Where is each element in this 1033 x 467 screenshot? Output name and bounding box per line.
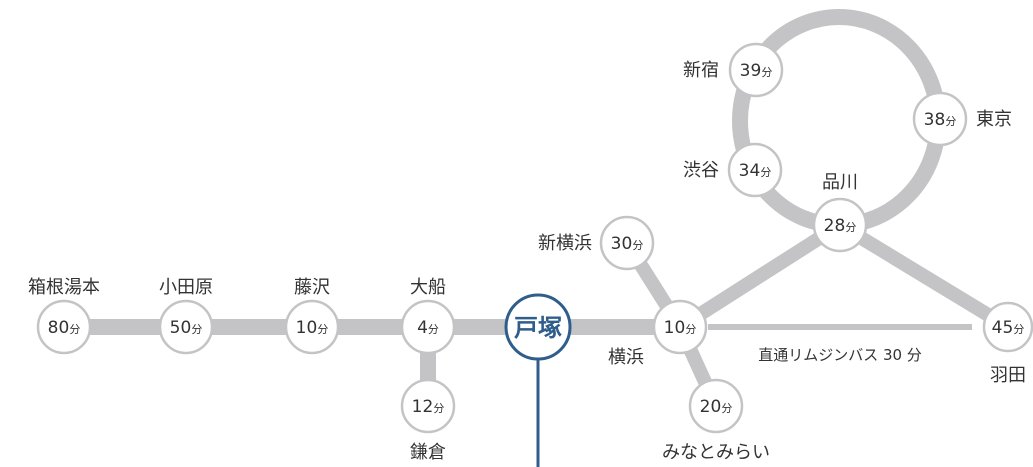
station-time: 10 <box>296 318 318 338</box>
station-time: 50 <box>170 318 192 338</box>
station-haneda: 45分 羽田 <box>982 301 1033 386</box>
station-name: 渋谷 <box>683 160 719 181</box>
station-name: 新宿 <box>683 60 719 81</box>
svg-text:12分: 12分 <box>412 397 445 417</box>
station-marker <box>400 378 456 434</box>
svg-text:50分: 50分 <box>170 318 203 338</box>
station-marker <box>727 142 783 198</box>
station-name: 羽田 <box>990 365 1026 386</box>
station-marker <box>728 42 784 98</box>
yokohama-shinagawa-line <box>676 219 844 333</box>
time-unit: 分 <box>845 221 856 234</box>
station-name: 鎌倉 <box>410 442 446 463</box>
station-time: 4 <box>417 318 428 338</box>
svg-text:30分: 30分 <box>611 234 644 254</box>
time-unit: 分 <box>317 323 328 336</box>
station-name: 品川 <box>822 172 858 193</box>
hub-circle <box>504 293 572 361</box>
svg-text:10分: 10分 <box>664 318 697 338</box>
svg-text:34分: 34分 <box>739 161 772 181</box>
time-unit: 分 <box>428 323 439 336</box>
station-name: 藤沢 <box>294 277 330 298</box>
time-unit: 分 <box>69 323 80 336</box>
station-shinyokohama: 30分 新横浜 <box>538 215 655 271</box>
station-marker <box>652 299 708 355</box>
station-time: 38 <box>924 110 946 130</box>
station-time: 45 <box>992 318 1014 338</box>
station-time: 10 <box>664 318 686 338</box>
svg-text:45分: 45分 <box>992 318 1025 338</box>
station-name: 新横浜 <box>538 233 592 254</box>
station-time: 34 <box>739 161 761 181</box>
time-unit: 分 <box>433 402 444 415</box>
station-marker <box>400 299 456 355</box>
svg-text:39分: 39分 <box>740 61 773 81</box>
time-unit: 分 <box>761 66 772 79</box>
station-name: 大船 <box>410 277 446 298</box>
station-name: 東京 <box>976 109 1012 130</box>
station-ofuna: 4分 大船 <box>400 277 456 355</box>
station-marker <box>812 197 868 253</box>
svg-text:28分: 28分 <box>824 216 857 236</box>
svg-text:4分: 4分 <box>417 318 439 338</box>
station-odawara: 50分 小田原 <box>158 277 214 355</box>
station-kamakura: 12分 鎌倉 <box>400 378 456 463</box>
hub-station: 戸塚 <box>504 293 572 361</box>
station-fujisawa: 10分 藤沢 <box>284 277 340 355</box>
station-time: 20 <box>700 397 722 417</box>
svg-text:20分: 20分 <box>700 397 733 417</box>
time-unit: 分 <box>721 402 732 415</box>
svg-text:10分: 10分 <box>296 318 329 338</box>
time-unit: 分 <box>945 115 956 128</box>
station-name: 箱根湯本 <box>28 277 100 298</box>
time-unit: 分 <box>685 323 696 336</box>
station-marker <box>599 215 655 271</box>
track-lines <box>64 9 1012 467</box>
svg-text:38分: 38分 <box>924 110 957 130</box>
station-marker <box>688 378 744 434</box>
station-name: 横浜 <box>608 347 644 368</box>
station-marker <box>982 301 1033 353</box>
station-tokyo: 38分 東京 <box>912 91 1012 147</box>
station-shinagawa: 28分 品川 <box>812 172 868 253</box>
time-unit: 分 <box>1013 323 1024 336</box>
station-shibuya: 34分 渋谷 <box>683 142 783 198</box>
station-marker <box>912 91 968 147</box>
station-shinjuku: 39分 新宿 <box>683 42 784 98</box>
station-marker <box>284 299 340 355</box>
station-marker <box>158 299 214 355</box>
station-time: 12 <box>412 397 434 417</box>
time-unit: 分 <box>632 239 643 252</box>
bus-label: 直通リムジンバス 30 分 <box>758 346 922 364</box>
station-time: 39 <box>740 61 762 81</box>
station-time: 28 <box>824 216 846 236</box>
station-hakone: 80分 箱根湯本 <box>28 277 100 355</box>
station-yokohama: 10分 横浜 <box>608 299 708 368</box>
station-name: みなとみらい <box>662 442 770 463</box>
station-name: 小田原 <box>159 277 213 298</box>
station-time: 30 <box>611 234 633 254</box>
time-unit: 分 <box>191 323 202 336</box>
shinagawa-haneda-line <box>836 219 1012 333</box>
svg-text:80分: 80分 <box>48 318 81 338</box>
station-marker <box>36 299 92 355</box>
station-time: 80 <box>48 318 70 338</box>
station-minatomirai: 20分 みなとみらい <box>662 378 770 463</box>
time-unit: 分 <box>760 166 771 179</box>
hub-label: 戸塚 <box>514 314 562 342</box>
